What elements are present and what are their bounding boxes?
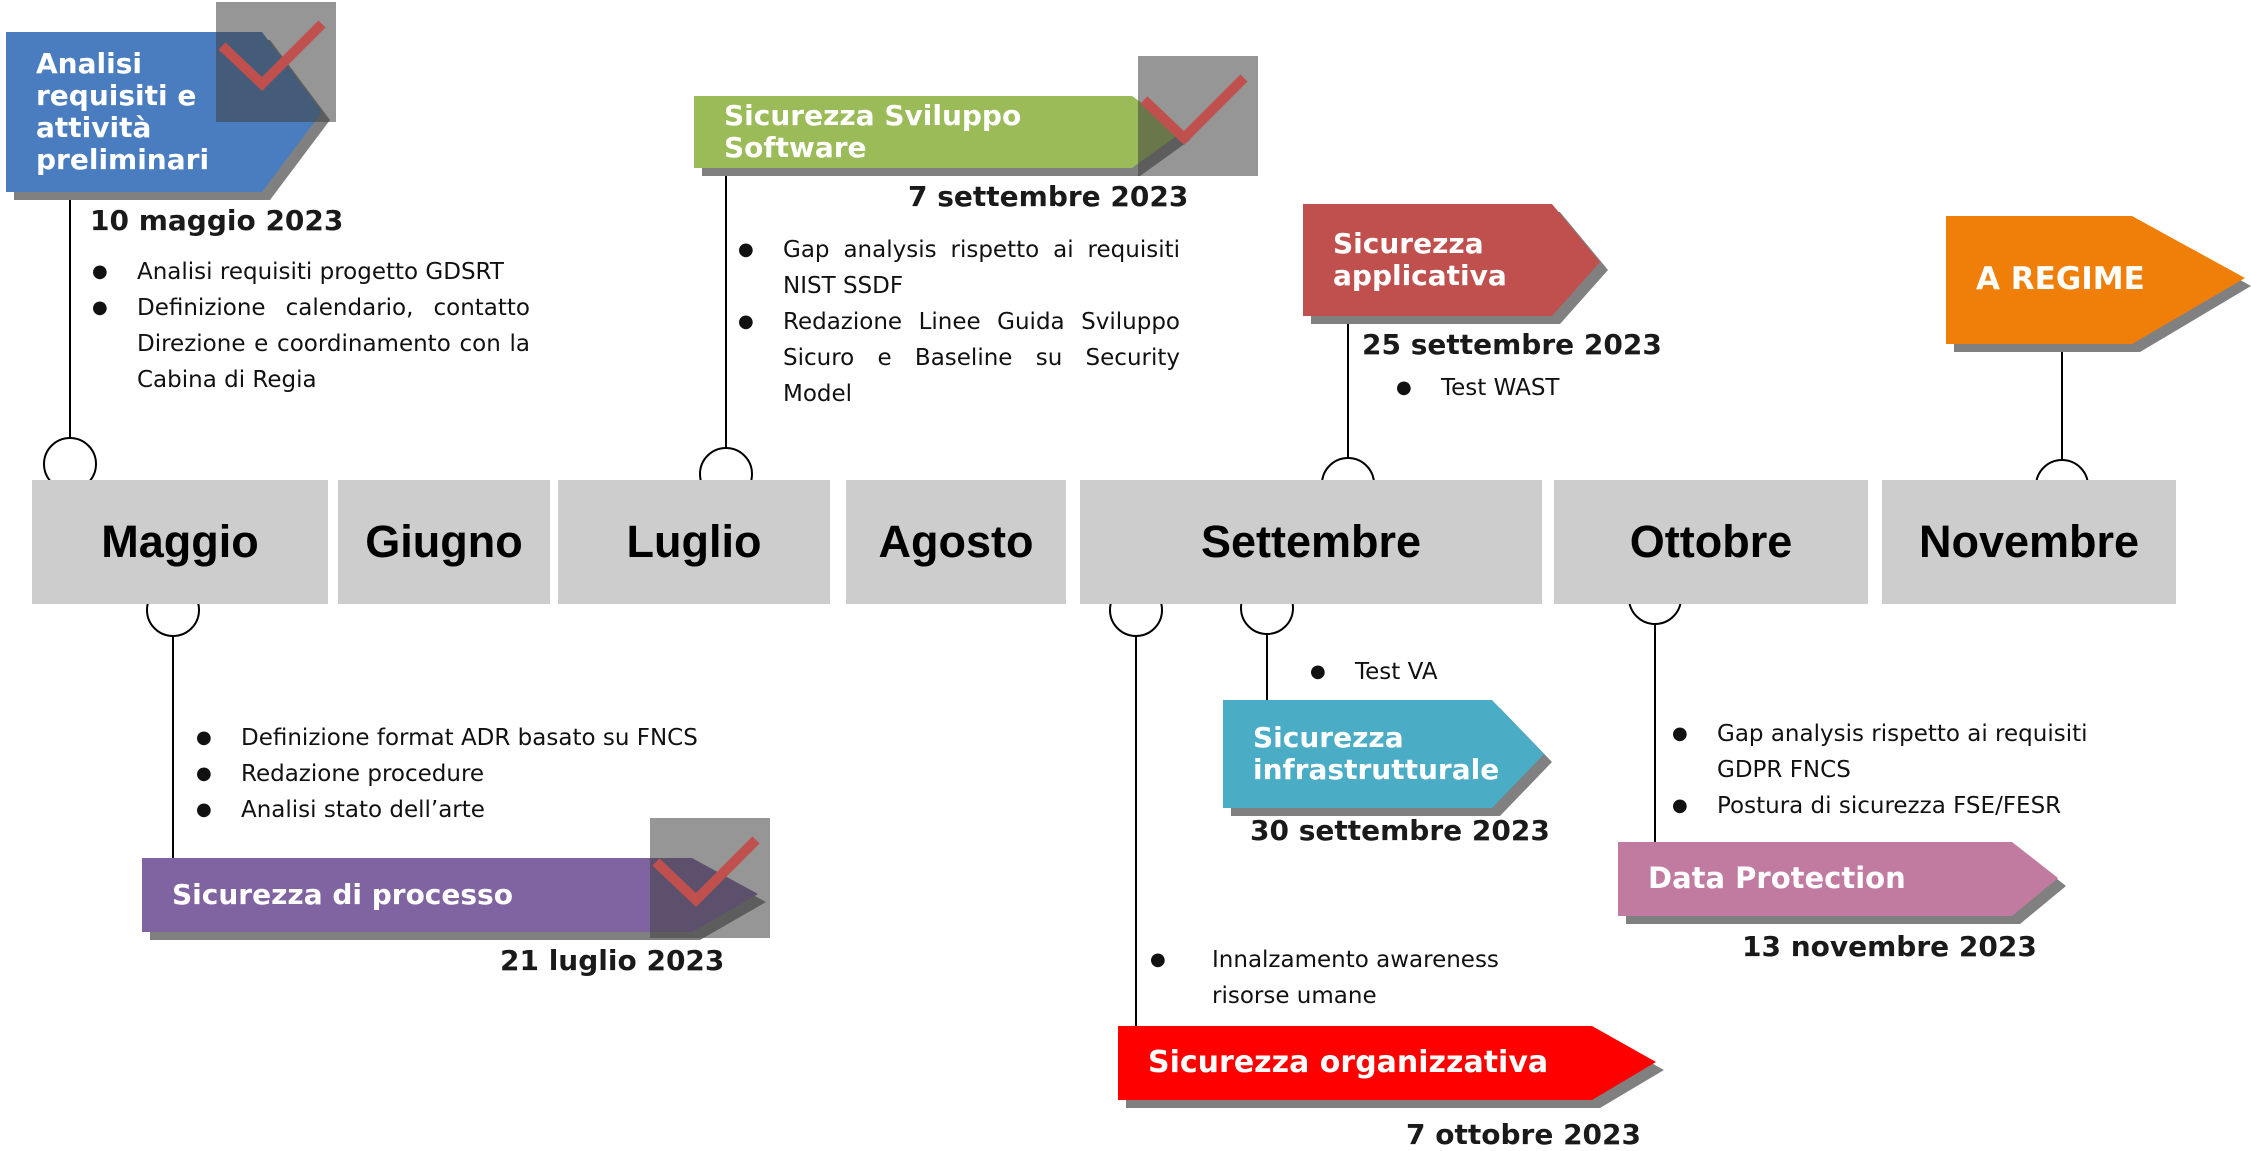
date-infrastrutturale: 30 settembre 2023: [1250, 814, 1550, 847]
banner-data-protection-shape: [1618, 842, 2058, 916]
check-boxes: [216, 2, 1258, 938]
banner-title: Sicurezza di processo: [172, 877, 513, 911]
month-novembre: Novembre: [1882, 480, 2176, 604]
list-item: Definizione calendario, contatto Direzio…: [92, 290, 530, 398]
bullets-infrastrutturale: Test VA: [1310, 654, 1550, 690]
date-processo: 21 luglio 2023: [500, 944, 725, 977]
banner-data-protection: Data Protection: [1618, 842, 2018, 916]
date-data-protection: 13 novembre 2023: [1742, 930, 2037, 963]
banner-regime-shape: [1946, 216, 2245, 344]
list-item: Gap analysis rispetto ai requisiti GDPR …: [1672, 716, 2132, 788]
check-mark-icon: [1140, 74, 1248, 145]
list-item: Postura di sicurezza FSE/FESR: [1672, 788, 2132, 824]
bullets-processo: Definizione format ADR basato su FNCS Re…: [196, 720, 756, 828]
banner-title: Data Protection: [1648, 861, 1906, 896]
month-luglio: Luglio: [558, 480, 830, 604]
banner-title: Sicurezza applicativa: [1333, 226, 1507, 292]
banner-applicativa: Sicurezza applicativa: [1303, 204, 1553, 316]
check-mark-icon: [218, 20, 326, 91]
month-label: Luglio: [626, 516, 762, 567]
banner-sviluppo-shape: [694, 96, 1182, 168]
month-label: Agosto: [878, 516, 1034, 567]
banner-analisi: Analisi requisiti e attività preliminari: [6, 32, 226, 192]
banner-organizzativa-shape: [1118, 1026, 1656, 1100]
check-mark-icon: [652, 836, 760, 907]
bullets-sviluppo: Gap analysis rispetto ai requisiti NIST …: [738, 232, 1180, 412]
month-label: Giugno: [365, 516, 523, 567]
month-label: Settembre: [1200, 516, 1422, 567]
date-applicativa: 25 settembre 2023: [1362, 328, 1662, 361]
banner-title: Sicurezza infrastrutturale: [1253, 720, 1500, 786]
month-label: Novembre: [1918, 516, 2140, 567]
banner-infrastrutturale: Sicurezza infrastrutturale: [1223, 700, 1503, 808]
list-item: Analisi stato dell’arte: [196, 792, 756, 828]
bullets-analisi: Analisi requisiti progetto GDSRT Definiz…: [92, 254, 530, 398]
banner-organizzativa: Sicurezza organizzativa: [1118, 1026, 1598, 1100]
list-item: Analisi requisiti progetto GDSRT: [92, 254, 530, 290]
banner-shapes: [6, 32, 2251, 1108]
list-item: Innalzamento awareness risorse umane: [1150, 942, 1530, 1014]
date-organizzativa: 7 ottobre 2023: [1406, 1118, 1641, 1151]
date-analisi: 10 maggio 2023: [90, 204, 344, 237]
bullets-applicativa: Test WAST: [1396, 370, 1696, 406]
bullets-data-protection: Gap analysis rispetto ai requisiti GDPR …: [1672, 716, 2132, 824]
list-item: Redazione Linee Guida Sviluppo Sicuro e …: [738, 304, 1180, 412]
list-item: Test VA: [1310, 654, 1550, 690]
banner-title: Sicurezza organizzativa: [1148, 1044, 1549, 1080]
month-label: Maggio: [101, 516, 259, 567]
banner-title: A REGIME: [1976, 261, 2145, 298]
banner-title: Analisi requisiti e attività preliminari: [36, 46, 210, 177]
month-settembre: Settembre: [1080, 480, 1542, 604]
list-item: Gap analysis rispetto ai requisiti NIST …: [738, 232, 1180, 304]
banner-infrastrutturale-shape: [1223, 700, 1544, 808]
month-ottobre: Ottobre: [1554, 480, 1868, 604]
banner-processo-shape: [142, 858, 758, 932]
month-maggio: Maggio: [32, 480, 328, 604]
month-agosto: Agosto: [846, 480, 1066, 604]
banner-sviluppo: Sicurezza Sviluppo Software: [694, 96, 1164, 168]
list-item: Definizione format ADR basato su FNCS: [196, 720, 756, 756]
banner-processo: Sicurezza di processo: [142, 858, 642, 932]
list-item: Test WAST: [1396, 370, 1696, 406]
banner-applicativa-shape: [1303, 204, 1600, 316]
banner-regime: A REGIME: [1946, 216, 2206, 344]
date-sviluppo: 7 settembre 2023: [908, 180, 1189, 213]
month-giugno: Giugno: [338, 480, 550, 604]
bullets-organizzativa: Innalzamento awareness risorse umane: [1150, 942, 1530, 1014]
banner-title: Sicurezza Sviluppo Software: [724, 98, 1022, 164]
list-item: Redazione procedure: [196, 756, 756, 792]
month-label: Ottobre: [1629, 516, 1793, 567]
